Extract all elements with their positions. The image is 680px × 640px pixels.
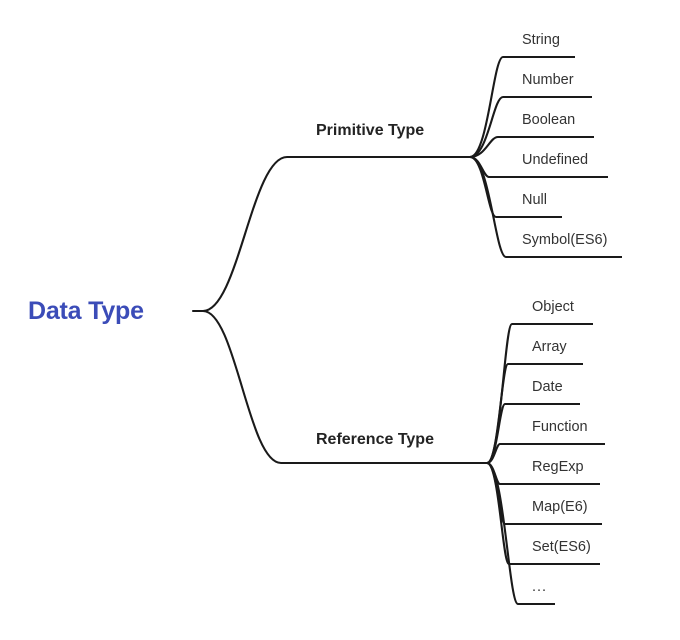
leaf-label-reference-type-regexp: RegExp	[532, 459, 584, 475]
leaf-label-reference-type-map-e6: Map(E6)	[532, 499, 588, 515]
branch-label-reference-type: Reference Type	[316, 431, 434, 448]
leaf-label-reference-type-object: Object	[532, 299, 574, 315]
leaf-edge-reference-type-function	[486, 442, 605, 465]
leaf-label-primitive-type-string: String	[522, 32, 560, 48]
leaf-label-primitive-type-symbol-es6: Symbol(ES6)	[522, 232, 608, 248]
root-node-label: Data Type	[28, 297, 144, 325]
branch-label-primitive-type: Primitive Type	[316, 122, 425, 139]
leaf-label-primitive-type-null: Null	[522, 192, 547, 208]
leaf-edge-primitive-type-boolean	[469, 135, 594, 159]
leaf-label-primitive-type-number: Number	[522, 72, 574, 88]
leaf-edge-reference-type-more	[486, 461, 555, 606]
leaf-label-reference-type-date: Date	[532, 379, 563, 395]
leaf-edge-primitive-type-string	[469, 55, 575, 159]
leaf-label-reference-type-array: Array	[532, 339, 567, 355]
leaf-edge-primitive-type-number	[469, 95, 592, 159]
branch-edge-reference-type	[201, 309, 489, 465]
leaf-label-reference-type-function: Function	[532, 419, 588, 435]
leaf-label-primitive-type-boolean: Boolean	[522, 112, 576, 128]
leaf-label-reference-type-more: ...	[532, 579, 548, 595]
leaf-label-primitive-type-undefined: Undefined	[522, 152, 589, 168]
leaf-edge-primitive-type-symbol-es6	[469, 155, 622, 259]
leaf-label-reference-type-set-es6: Set(ES6)	[532, 539, 591, 555]
branch-edge-primitive-type	[201, 155, 472, 313]
